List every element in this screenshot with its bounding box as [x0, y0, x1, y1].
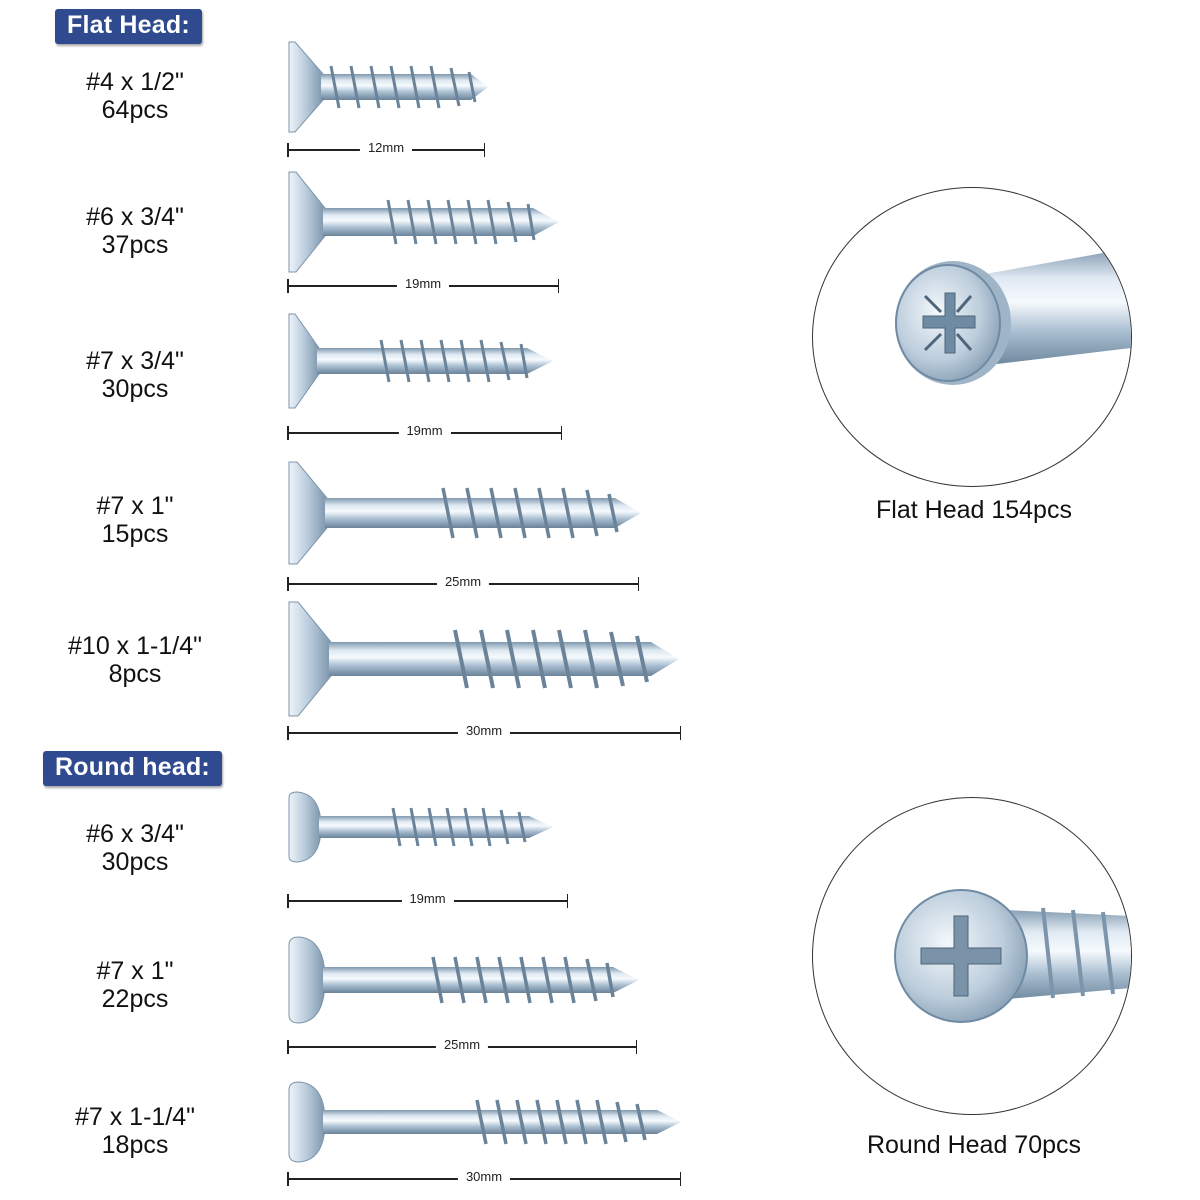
flat-item-1-label: #4 x 1/2" 64pcs	[15, 68, 255, 124]
measure-text: 25mm	[436, 574, 490, 589]
round-head-detail-circle	[812, 797, 1132, 1115]
round-head-caption: Round Head 70pcs	[866, 1131, 1082, 1159]
flat-measure-4: 25mm	[287, 574, 639, 591]
size-text: #6 x 3/4"	[86, 203, 184, 231]
count-text: 15pcs	[101, 520, 169, 548]
size-text: #7 x 3/4"	[86, 347, 184, 375]
flat-head-detail-circle	[812, 187, 1132, 487]
flat-item-3-label: #7 x 3/4" 30pcs	[15, 347, 255, 403]
count-text: 22pcs	[101, 985, 169, 1013]
measure-text: 19mm	[398, 423, 451, 438]
size-text: #10 x 1-1/4"	[68, 632, 202, 660]
flat-measure-3: 19mm	[287, 423, 562, 440]
flat-measure-5: 30mm	[287, 723, 681, 740]
round-head-closeup-image	[894, 889, 1131, 1023]
flat-item-4-label: #7 x 1" 15pcs	[15, 492, 255, 548]
round-screw-image	[288, 791, 553, 863]
measure-text: 19mm	[396, 276, 450, 291]
round-head-badge: Round head:	[43, 751, 222, 786]
size-text: #6 x 3/4"	[86, 820, 184, 848]
measure-text: 25mm	[435, 1037, 489, 1052]
flat-item-2-label: #6 x 3/4" 37pcs	[15, 203, 255, 259]
size-text: #7 x 1"	[96, 492, 174, 520]
count-text: 30pcs	[101, 375, 169, 403]
round-measure-2: 25mm	[287, 1037, 637, 1054]
flat-measure-1: 12mm	[287, 140, 485, 157]
round-measure-1: 19mm	[287, 891, 568, 908]
round-item-1-label: #6 x 3/4" 30pcs	[15, 820, 255, 876]
flat-screw-image	[288, 171, 559, 273]
size-text: #7 x 1-1/4"	[74, 1103, 196, 1131]
count-text: 8pcs	[108, 660, 162, 688]
count-text: 37pcs	[101, 231, 169, 259]
flat-screw-image	[288, 313, 553, 409]
flat-screw-image	[288, 461, 641, 565]
flat-head-badge: Flat Head:	[55, 9, 202, 44]
measure-text: 19mm	[401, 891, 454, 906]
round-screw-image	[288, 936, 639, 1024]
round-item-2-label: #7 x 1" 22pcs	[15, 957, 255, 1013]
measure-text: 30mm	[457, 723, 511, 738]
flat-item-5-label: #10 x 1-1/4" 8pcs	[15, 632, 255, 688]
count-text: 30pcs	[101, 848, 169, 876]
count-text: 64pcs	[101, 96, 169, 124]
measure-text: 30mm	[457, 1169, 511, 1184]
round-measure-3: 30mm	[287, 1169, 681, 1186]
flat-screw-image	[288, 41, 488, 133]
flat-head-closeup-image	[895, 248, 1131, 385]
size-text: #7 x 1"	[96, 957, 174, 985]
measure-text: 12mm	[359, 140, 413, 155]
count-text: 18pcs	[101, 1131, 169, 1159]
flat-measure-2: 19mm	[287, 276, 559, 293]
flat-screw-image	[288, 601, 679, 717]
size-text: #4 x 1/2"	[86, 68, 184, 96]
round-item-3-label: #7 x 1-1/4" 18pcs	[15, 1103, 255, 1159]
flat-head-caption: Flat Head 154pcs	[876, 496, 1072, 524]
round-screw-image	[288, 1081, 681, 1163]
